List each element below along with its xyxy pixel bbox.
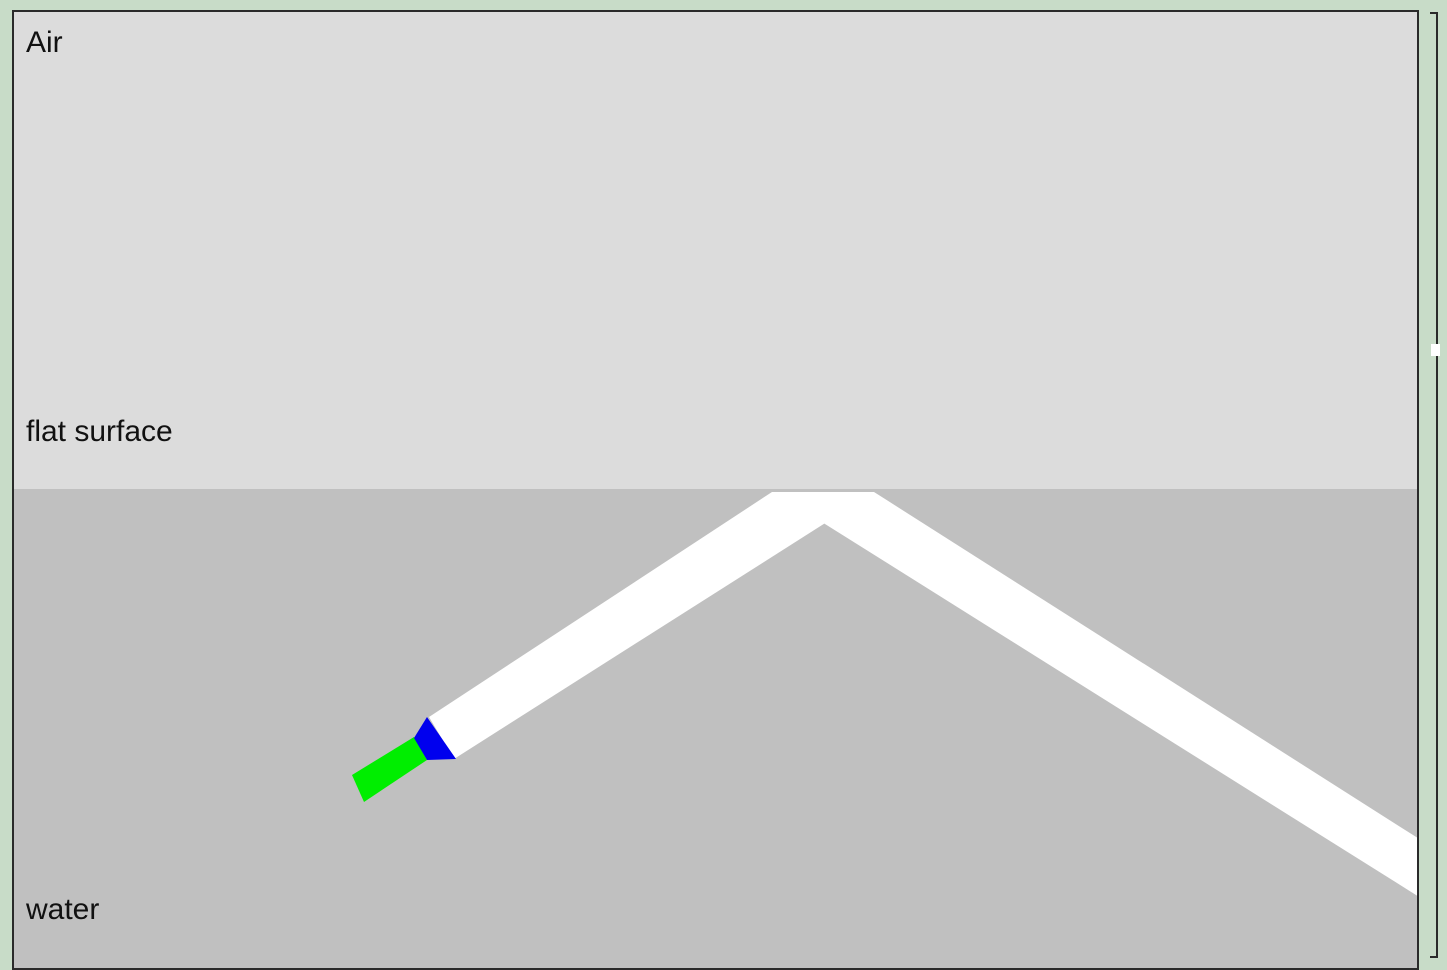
surface-type-label: flat surface (26, 415, 173, 449)
laser-body[interactable] (352, 737, 427, 802)
incident-beam (429, 492, 874, 759)
side-slider-track[interactable] (1430, 12, 1438, 958)
water-medium-label: water (26, 893, 99, 927)
reflected-beam (774, 492, 1419, 900)
side-slider-handle[interactable] (1431, 344, 1440, 356)
beam-scene (14, 12, 1419, 970)
air-medium-label: Air (26, 26, 63, 60)
simulation-panel: Air flat surface water (12, 10, 1419, 970)
